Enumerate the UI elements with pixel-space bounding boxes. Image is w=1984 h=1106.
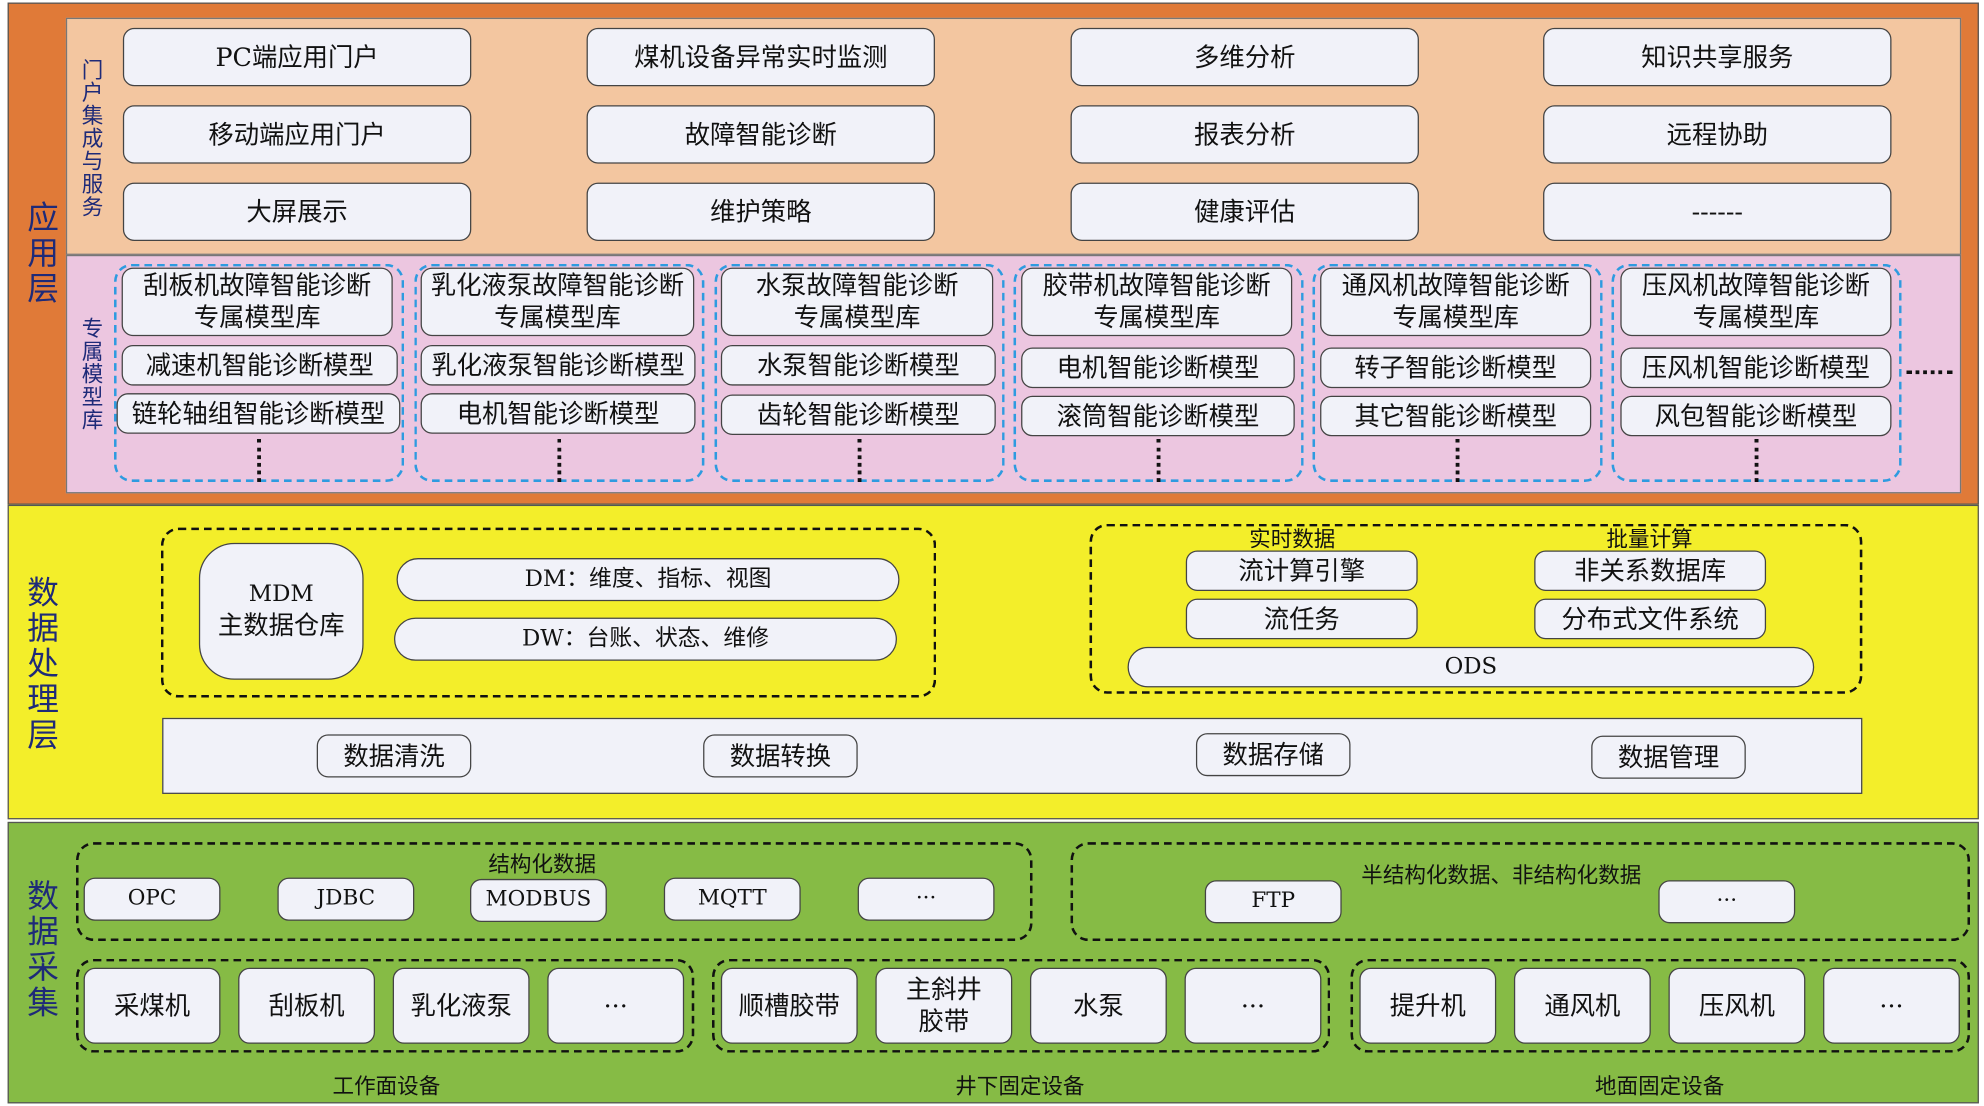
structured-data-group — [76, 842, 1033, 942]
dfs-box: 分布式文件系统 — [1534, 598, 1767, 640]
more-groups-ellipsis — [1906, 370, 1953, 375]
structured-data-label: 结构化数据 — [488, 852, 597, 878]
equipment-more: ··· — [1823, 967, 1960, 1044]
protocol-more: ··· — [857, 877, 995, 921]
portal-section-label: 门户集成与服务 — [76, 58, 102, 219]
batch-compute-label: 批量计算 — [1606, 527, 1693, 553]
portal-item: 维护策略 — [586, 182, 935, 241]
workface-equipment-group — [76, 958, 695, 1053]
mdm-master-data-warehouse: MDM 主数据仓库 — [198, 542, 364, 680]
model-item: 水泵智能诊断模型 — [720, 344, 996, 386]
more-models-ellipsis — [1156, 438, 1161, 482]
model-item: 乳化液泵智能诊断模型 — [420, 344, 696, 386]
data-management-box: 数据管理 — [1591, 735, 1746, 779]
workface-equipment-label: 工作面设备 — [332, 1074, 441, 1100]
realtime-data-label: 实时数据 — [1249, 527, 1336, 553]
data-cleaning-box: 数据清洗 — [316, 734, 472, 778]
model-item: 压风机智能诊断模型 — [1620, 347, 1892, 389]
equipment-gateway-belt: 顺槽胶带 — [720, 967, 858, 1044]
model-group-title: 压风机故障智能诊断专属模型库 — [1620, 267, 1892, 337]
stream-task-box: 流任务 — [1185, 598, 1418, 640]
model-group-title: 水泵故障智能诊断专属模型库 — [720, 267, 994, 337]
application-layer-label: 应用层 — [22, 200, 60, 307]
ods-box: ODS — [1127, 646, 1815, 688]
dw-box: DW：台账、状态、维修 — [394, 617, 897, 661]
portal-item: 移动端应用门户 — [122, 105, 472, 164]
model-group-title: 刮板机故障智能诊断专属模型库 — [121, 267, 393, 337]
portal-item: 报表分析 — [1070, 105, 1419, 164]
equipment-ventilator: 通风机 — [1513, 967, 1651, 1044]
portal-item: 健康评估 — [1070, 182, 1419, 241]
more-models-ellipsis — [1754, 438, 1759, 482]
equipment-hoist: 提升机 — [1359, 967, 1497, 1044]
underground-equipment-label: 井下固定设备 — [955, 1074, 1085, 1100]
model-item: 链轮轴组智能诊断模型 — [116, 393, 401, 434]
portal-item: PC端应用门户 — [122, 27, 472, 87]
data-processing-layer-label: 数据处理层 — [22, 575, 60, 754]
protocol-mqtt: MQTT — [663, 877, 801, 921]
compute-group — [1089, 523, 1863, 694]
data-transform-box: 数据转换 — [703, 734, 858, 778]
portal-item: 知识共享服务 — [1543, 27, 1892, 87]
data-storage-box: 数据存储 — [1195, 733, 1351, 777]
dm-box: DM：维度、指标、视图 — [396, 558, 900, 602]
more-models-ellipsis — [857, 438, 862, 482]
model-item: 转子智能诊断模型 — [1320, 347, 1592, 389]
semi-structured-data-label: 半结构化数据、非结构化数据 — [1361, 863, 1642, 890]
underground-equipment-group — [711, 958, 1331, 1053]
data-collection-layer-label: 数据采集 — [22, 878, 60, 1021]
equipment-main-incline-belt: 主斜井胶带 — [875, 967, 1013, 1044]
more-models-ellipsis — [557, 438, 562, 482]
equipment-water-pump: 水泵 — [1029, 967, 1167, 1044]
portal-item: 大屏展示 — [122, 182, 472, 241]
semi-structured-data-group — [1070, 842, 1971, 942]
portal-item: ------ — [1543, 182, 1892, 241]
portal-item: 煤机设备异常实时监测 — [586, 27, 935, 87]
stream-engine-box: 流计算引擎 — [1185, 550, 1418, 592]
model-library-label: 专属模型库 — [76, 317, 102, 432]
equipment-more: ··· — [1184, 967, 1322, 1044]
model-item: 风包智能诊断模型 — [1620, 395, 1892, 437]
equipment-emulsion-pump: 乳化液泵 — [392, 967, 530, 1044]
warehouse-group — [160, 527, 937, 698]
more-models-ellipsis — [257, 438, 261, 482]
portal-item: 多维分析 — [1070, 27, 1419, 87]
model-item: 滚筒智能诊断模型 — [1021, 395, 1295, 437]
protocol-more: ··· — [1658, 880, 1796, 924]
more-models-ellipsis — [1455, 438, 1460, 482]
model-item: 齿轮智能诊断模型 — [720, 394, 996, 436]
model-item: 电机智能诊断模型 — [1021, 347, 1295, 389]
model-item: 减速机智能诊断模型 — [121, 344, 398, 386]
model-group-title: 乳化液泵故障智能诊断专属模型库 — [420, 267, 695, 337]
protocol-modbus: MODBUS — [470, 878, 607, 923]
surface-equipment-label: 地面固定设备 — [1595, 1074, 1725, 1100]
equipment-shearer: 采煤机 — [83, 967, 221, 1044]
portal-item: 远程协助 — [1543, 105, 1892, 164]
protocol-opc: OPC — [83, 877, 221, 921]
equipment-air-compressor: 压风机 — [1668, 967, 1806, 1044]
protocol-ftp: FTP — [1204, 880, 1342, 924]
surface-equipment-group — [1350, 958, 1971, 1053]
equipment-more: ··· — [547, 967, 685, 1044]
data-collection-layer — [7, 821, 1979, 1104]
equipment-scraper: 刮板机 — [238, 967, 376, 1044]
portal-item: 故障智能诊断 — [586, 105, 935, 164]
model-item: 其它智能诊断模型 — [1320, 395, 1592, 437]
nosql-db-box: 非关系数据库 — [1534, 550, 1767, 592]
model-group-title: 通风机故障智能诊断专属模型库 — [1320, 267, 1592, 337]
model-group-title: 胶带机故障智能诊断专属模型库 — [1021, 267, 1293, 337]
model-item: 电机智能诊断模型 — [420, 393, 696, 434]
protocol-jdbc: JDBC — [277, 877, 415, 921]
